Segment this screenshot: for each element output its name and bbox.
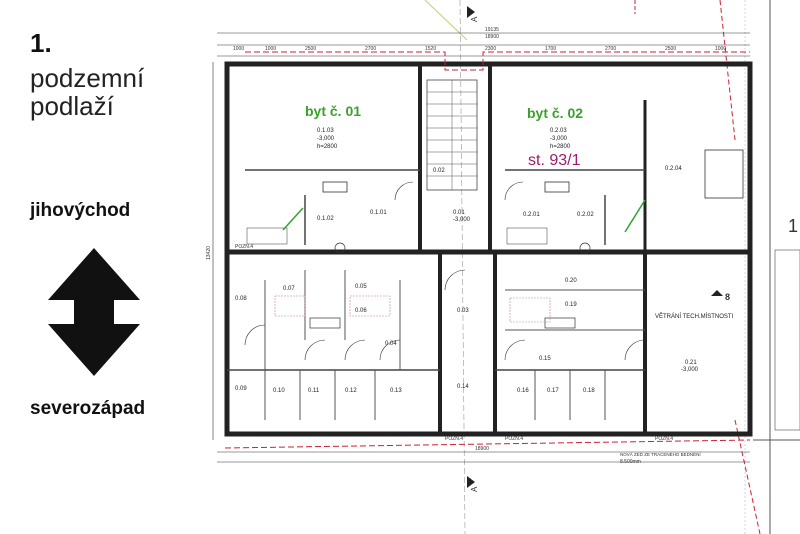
pozn-label: POZN.4 (235, 244, 253, 250)
wall-note-dim: 8.500mm (620, 459, 641, 465)
svg-text:A: A (470, 486, 479, 492)
room-code: 0.16 (517, 388, 529, 394)
room-area: -3,000 (681, 367, 699, 373)
room-code: 0.01 (453, 210, 465, 216)
furniture-upper (246, 149, 744, 254)
room-code: 0.1.01 (370, 210, 387, 216)
right-edge-label: 1 (788, 216, 798, 236)
room-code: 0.06 (355, 308, 367, 314)
pozn-label: POZN.4 (505, 436, 523, 442)
room-code: 0.12 (345, 388, 357, 394)
room-code: 0.1.03 (317, 128, 334, 134)
svg-text:8: 8 (725, 292, 730, 302)
room-code: 0.18 (583, 388, 595, 394)
rooms-upper: 0.1.03 -3,000 h=2800 0.1.02 0.1.01 0.2.0… (317, 128, 682, 223)
floor-plan: 19135 18900 1000 1000 2500 2700 1520 230… (205, 0, 800, 534)
room-height: h=2800 (317, 144, 338, 150)
room-code: 0.21 (685, 360, 697, 366)
room-code: 0.2.03 (550, 128, 567, 134)
room-code: 0.2.01 (523, 212, 540, 218)
dim-top: 1000 (715, 46, 726, 52)
dim-top: 2500 (665, 46, 676, 52)
tech-room-label: VĚTRÁNÍ TECH.MÍSTNOSTI (655, 312, 734, 320)
double-vertical-arrow-icon (48, 248, 140, 381)
room-code: 0.19 (565, 302, 577, 308)
room-code: 0.02 (433, 168, 445, 174)
room-area: -3,000 (453, 217, 471, 223)
flat-01-label: byt č. 01 (305, 103, 361, 119)
dim-top: 1000 (265, 46, 276, 52)
room-code: 0.2.02 (577, 212, 594, 218)
direction-southeast: jihovýchod (30, 200, 131, 221)
room-area: -3,000 (550, 136, 568, 142)
parcel-label: st. 93/1 (528, 152, 581, 169)
section-mark-bottom: A (467, 476, 479, 492)
room-code: 0.15 (539, 356, 551, 362)
dim-top: 2300 (485, 46, 496, 52)
room-code: 0.1.02 (317, 216, 334, 222)
pozn-label: POZN.4 (445, 436, 463, 442)
partitions-lower (264, 270, 645, 420)
dim-top: 2700 (605, 46, 616, 52)
dim-left-height: 13420 (206, 246, 212, 260)
room-code: 0.2.04 (665, 166, 682, 172)
room-area: -3,000 (317, 136, 335, 142)
dim-overall-bottom: 18900 (475, 446, 489, 452)
room-code: 0.20 (565, 278, 577, 284)
staircase (426, 79, 478, 191)
room-code: 0.14 (457, 384, 469, 390)
pozn-label: POZN.4 (655, 436, 673, 442)
room-code: 0.05 (355, 284, 367, 290)
dim-overall-top2: 18900 (485, 34, 499, 40)
floor-plan-drawing: 19135 18900 1000 1000 2500 2700 1520 230… (206, 0, 800, 534)
wall-note: NOVÁ ZEĎ ZE TRACENÉHO BEDNĚNÍ (620, 450, 701, 457)
section-mark-top: A (467, 6, 479, 22)
floor-title-line1: podzemní (30, 63, 145, 93)
room-code: 0.08 (235, 296, 247, 302)
legend-panel: 1. podzemní podlaží jihovýchod severozáp… (0, 0, 205, 534)
floor-number: 1. (30, 28, 52, 58)
room-code: 0.13 (390, 388, 402, 394)
room-code: 0.09 (235, 386, 247, 392)
room-code: 0.11 (308, 388, 320, 394)
room-height: h=2800 (550, 144, 571, 150)
dim-top: 1000 (233, 46, 244, 52)
dims-top: 1000 1000 2500 2700 1520 2300 1700 2700 … (233, 46, 726, 52)
room-code: 0.03 (457, 308, 469, 314)
room-code: 0.10 (273, 388, 285, 394)
dim-top: 1520 (425, 46, 436, 52)
dim-top: 2700 (365, 46, 376, 52)
floor-title-line2: podlaží (30, 91, 114, 121)
dim-top: 2500 (305, 46, 316, 52)
flat-02-label: byt č. 02 (527, 105, 583, 121)
room-code: 0.17 (547, 388, 559, 394)
svg-text:A: A (470, 16, 479, 22)
dim-top: 1700 (545, 46, 556, 52)
direction-northwest: severozápad (30, 398, 146, 419)
door-swings (244, 181, 646, 361)
room-code: 0.07 (283, 286, 295, 292)
stair-mark: 8 (711, 290, 730, 302)
rooms-lower: 0.08 0.07 0.05 0.06 0.04 0.03 0.09 0.10 … (235, 278, 734, 394)
dim-overall-top: 19135 (485, 27, 499, 33)
room-code: 0.04 (385, 341, 397, 347)
